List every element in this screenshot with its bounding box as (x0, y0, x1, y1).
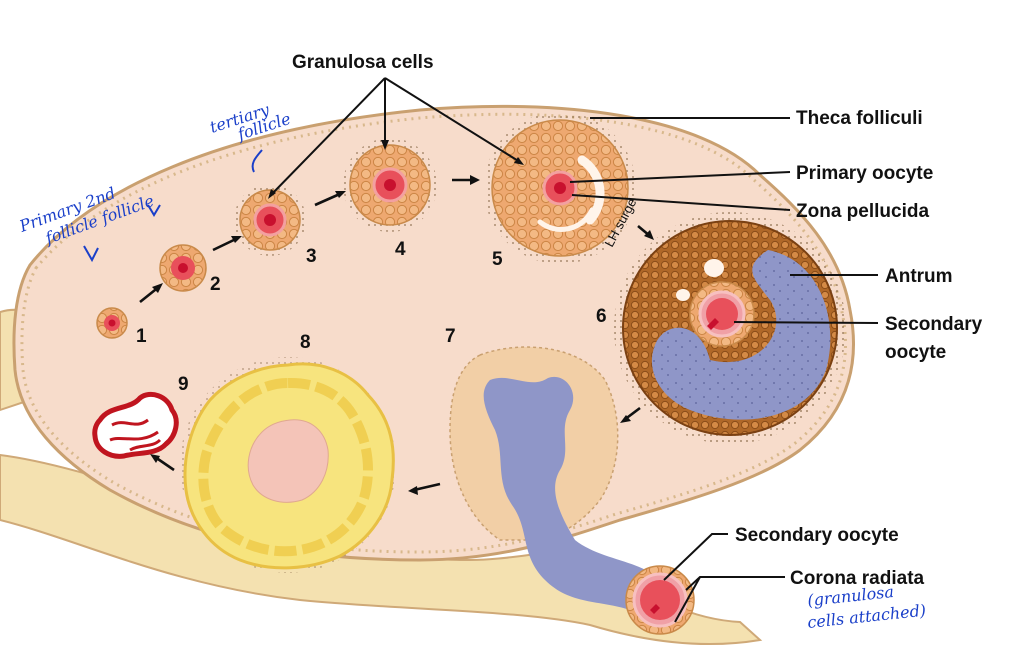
corpus-albicans-stage-9 (92, 392, 179, 459)
stage-number-5: 5 (492, 249, 503, 270)
stage-number-1: 1 (136, 326, 147, 347)
label-granulosa-cells: Granulosa cells (292, 52, 434, 73)
stage-number-2: 2 (210, 274, 221, 295)
label-theca-folliculi: Theca folliculi (796, 108, 923, 129)
label-antrum: Antrum (885, 266, 953, 287)
stage-number-3: 3 (306, 246, 317, 267)
antrum-cavity (651, 250, 831, 420)
stage-number-4: 4 (395, 239, 406, 260)
label-corona-radiata: Corona radiata (790, 568, 925, 589)
released-oocyte (625, 565, 695, 635)
follicle-stage-3 (234, 184, 306, 256)
leader-lines (268, 77, 879, 623)
follicle-stage-4 (343, 138, 437, 232)
follicle-stage-5 (484, 112, 636, 264)
handwritten-granulosa-attached: (granulosa cells attached) (806, 582, 926, 632)
follicle-stage-1 (96, 307, 128, 339)
stage-number-7: 7 (445, 326, 456, 347)
label-secondary-oocyte-line1: Secondary (885, 314, 983, 335)
label-zona-pellucida: Zona pellucida (796, 201, 929, 222)
follicle-stage-2 (159, 244, 207, 292)
stage-number-9: 9 (178, 374, 189, 395)
label-secondary-oocyte-bottom: Secondary oocyte (735, 525, 899, 546)
progression-arrows (139, 175, 654, 495)
follicle-stage-7 (449, 346, 663, 613)
stage-number-6: 6 (596, 306, 607, 327)
corpus-luteum-stage-8 (180, 357, 396, 573)
follicle-stage-6 (614, 212, 846, 444)
stage-number-8: 8 (300, 332, 311, 353)
label-primary-oocyte: Primary oocyte (796, 163, 933, 184)
label-secondary-oocyte-line2: oocyte (885, 342, 946, 363)
ovulation-fluid (483, 376, 663, 613)
